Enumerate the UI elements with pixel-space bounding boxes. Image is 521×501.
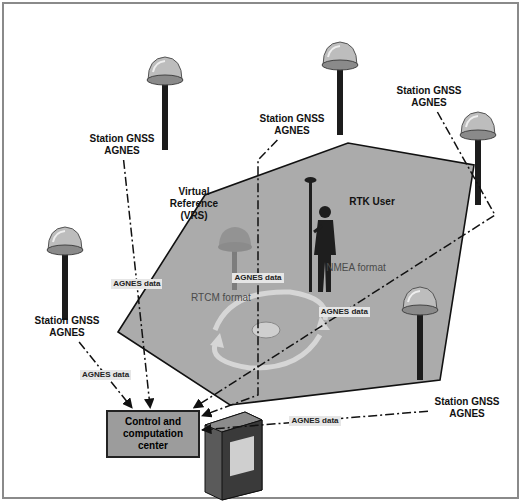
station-label-box: Station GNSS AGNES bbox=[85, 132, 159, 158]
node-text: Control and computation center bbox=[113, 416, 193, 452]
station-label-box: Station GNSS AGNES bbox=[30, 314, 104, 340]
edge-label: AGNES data bbox=[232, 273, 283, 283]
edge-label: AGNES data bbox=[289, 416, 340, 426]
control-center-box: Control and computation center bbox=[106, 410, 200, 458]
diagram-label: Virtual Reference (VRS) bbox=[158, 186, 230, 222]
data-link bbox=[194, 112, 495, 408]
diagram-label: RTK User bbox=[342, 196, 402, 208]
node-text: Station GNSS AGNES bbox=[394, 85, 464, 109]
node-text: Station GNSS AGNES bbox=[257, 113, 327, 137]
station-label-box: Station GNSS AGNES bbox=[255, 112, 329, 138]
edge-label: AGNES data bbox=[111, 279, 162, 289]
node-text: Station GNSS AGNES bbox=[32, 315, 102, 339]
data-link bbox=[79, 342, 132, 408]
diagram-label: RTCM format bbox=[186, 292, 256, 304]
format-loops bbox=[214, 292, 325, 368]
station-label-box: Station GNSS AGNES bbox=[430, 395, 504, 421]
node-text: Station GNSS AGNES bbox=[432, 396, 502, 420]
diagram-label: NMEA format bbox=[318, 262, 394, 274]
edge-label: AGNES data bbox=[80, 370, 131, 380]
gnss-antennas bbox=[47, 42, 496, 380]
node-text: Station GNSS AGNES bbox=[87, 133, 157, 157]
rtk-user bbox=[305, 177, 337, 292]
data-link bbox=[202, 411, 428, 430]
station-label-box: Station GNSS AGNES bbox=[392, 84, 466, 110]
edge-label: AGNES data bbox=[319, 307, 370, 317]
